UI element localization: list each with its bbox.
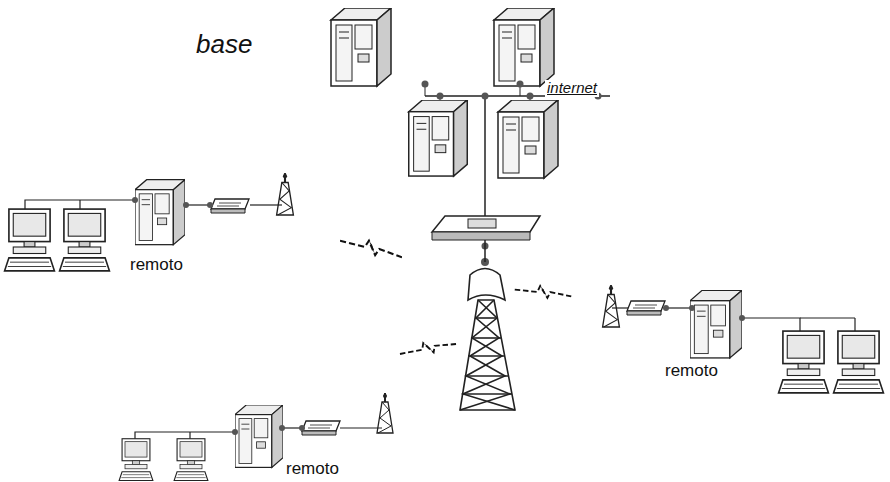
site-label: base (196, 30, 252, 59)
site-label: remoto (286, 460, 339, 479)
network-label: internet (545, 80, 599, 97)
site-label: remoto (665, 362, 718, 381)
site-label: remoto (130, 256, 183, 275)
